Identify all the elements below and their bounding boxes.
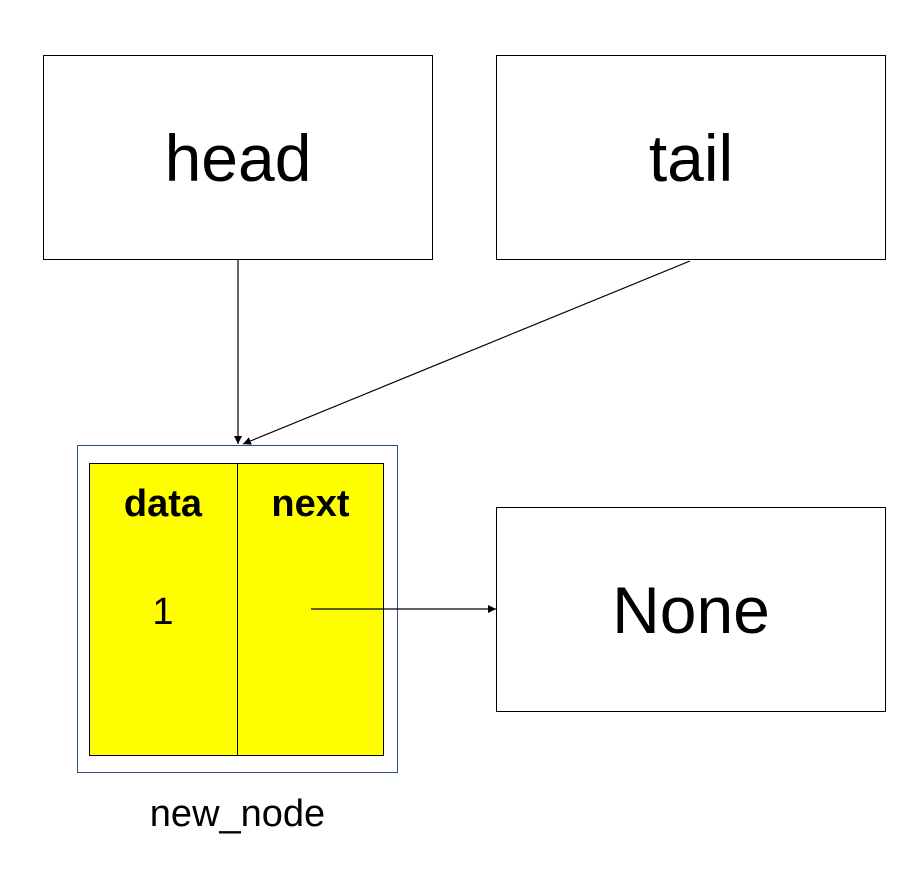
data-field-value: 1 bbox=[152, 591, 174, 633]
next-field-header: next bbox=[271, 483, 350, 525]
tail-to-node-arrow bbox=[242, 260, 691, 445]
none-label: None bbox=[612, 572, 770, 647]
data-field-header: data bbox=[123, 483, 203, 525]
tail-box: tail bbox=[496, 55, 886, 260]
head-label: head bbox=[164, 120, 312, 195]
tail-label: tail bbox=[648, 120, 734, 195]
node-caption: new_node bbox=[149, 793, 326, 835]
none-box: None bbox=[496, 507, 886, 712]
head-box: head bbox=[43, 55, 433, 260]
node-divider bbox=[237, 463, 238, 756]
